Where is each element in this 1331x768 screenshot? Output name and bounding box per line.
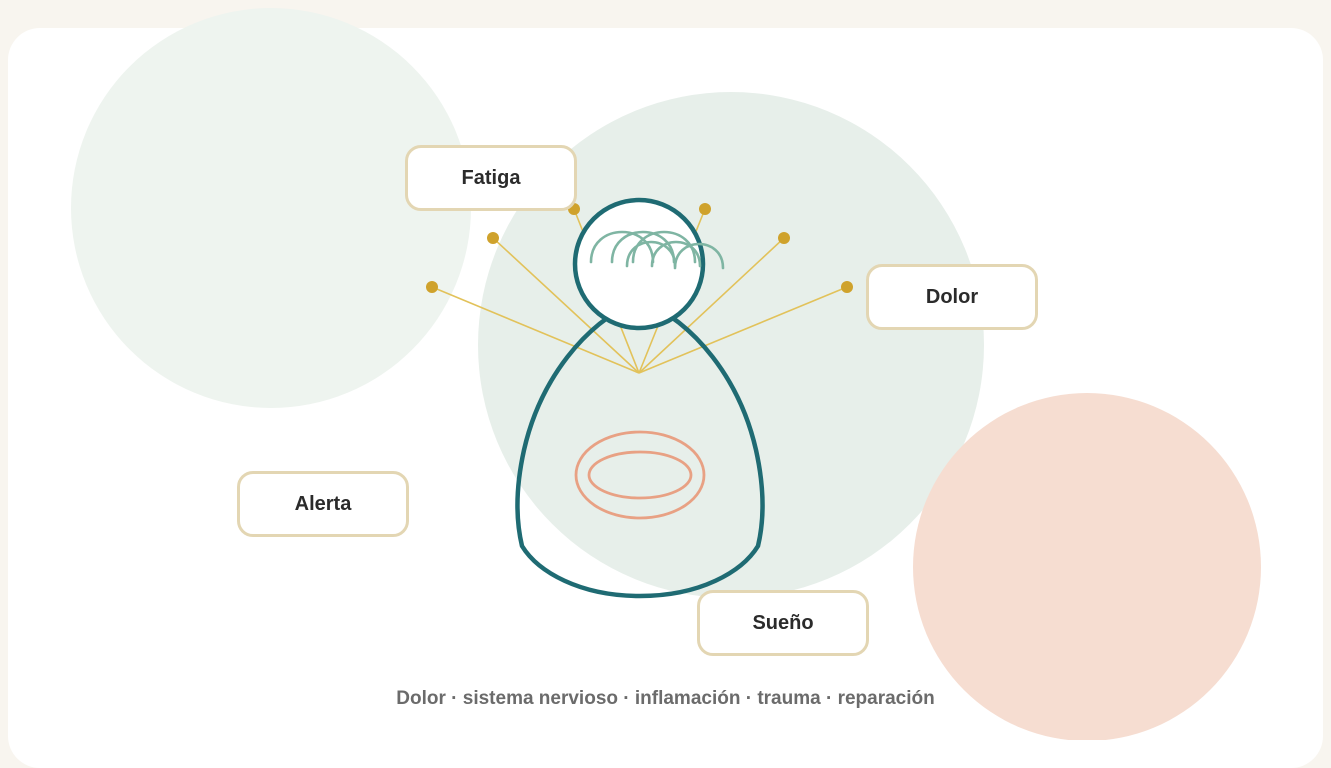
label-dolor: Dolor: [866, 264, 1038, 330]
label-sueno-text: Sueño: [752, 611, 814, 634]
label-fatiga: Fatiga: [405, 145, 577, 211]
diagram-card: [8, 28, 1323, 768]
label-alerta-text: Alerta: [294, 492, 352, 515]
label-alerta: Alerta: [237, 471, 409, 537]
label-dolor-text: Dolor: [925, 285, 979, 308]
diagram-caption: Dolor · sistema nervioso · inflamación ·…: [396, 688, 935, 709]
label-sueno: Sueño: [697, 590, 869, 656]
label-fatiga-text: Fatiga: [461, 166, 521, 189]
